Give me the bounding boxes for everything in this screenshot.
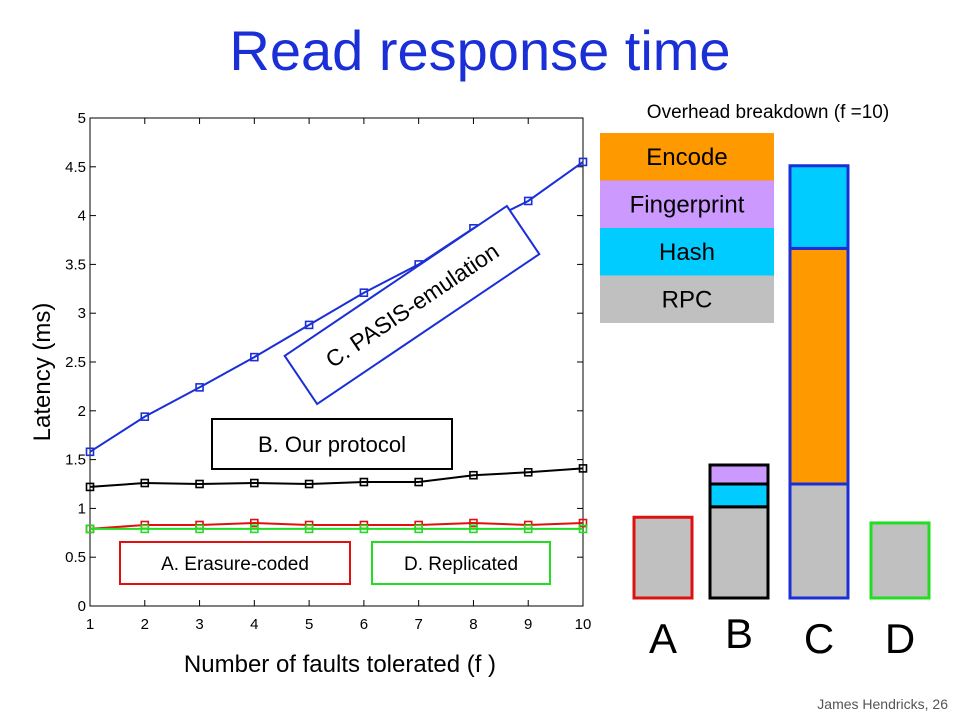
legend-swatch-fingerprint (600, 180, 774, 228)
bar-segment-A-rpc (632, 515, 694, 600)
data-point-ours (469, 470, 478, 480)
data-point-replicated (414, 524, 423, 534)
bar-segment-C-encode (788, 246, 850, 486)
series-label-erasure: A. Erasure-coded (119, 541, 351, 585)
legend-label-fingerprint: Fingerprint (630, 192, 745, 219)
bar-segment-B-rpc (708, 505, 770, 600)
series-label-pasis-box (283, 204, 541, 406)
y-tick-label: 5 (78, 110, 86, 127)
data-point-replicated (195, 524, 204, 534)
data-point-pasis (523, 196, 533, 206)
x-tick-label: 10 (575, 616, 592, 633)
x-tick-label: 5 (305, 616, 313, 633)
legend-swatch-hash (600, 228, 774, 276)
series-line-pasis (89, 161, 584, 453)
x-axis-title: Number of faults tolerated (f ) (184, 651, 496, 678)
footer-credit: James Hendricks, 26 (817, 696, 948, 712)
data-point-ours (578, 464, 588, 473)
data-point-pasis (195, 383, 204, 392)
data-point-ours (304, 479, 314, 489)
data-point-replicated (523, 524, 533, 534)
data-point-pasis (140, 412, 150, 421)
data-point-pasis (250, 352, 259, 362)
data-point-pasis (304, 320, 314, 330)
y-tick-label: 2 (78, 403, 86, 420)
data-point-pasis (359, 288, 369, 298)
x-tick-label: 7 (414, 616, 422, 633)
data-point-replicated (469, 524, 478, 534)
y-axis-title: Latency (ms) (29, 303, 56, 442)
x-tick-label: 8 (469, 616, 477, 633)
series-label-erasure-box (119, 541, 351, 585)
bar-category-label: B (725, 610, 753, 657)
series-label-replicated-text: D. Replicated (404, 554, 518, 575)
data-point-erasure (469, 518, 478, 528)
data-point-ours (140, 478, 150, 488)
series-label-replicated-box (371, 541, 551, 585)
x-tick-label: 4 (250, 616, 258, 633)
data-point-ours (414, 477, 423, 487)
bar-segment-B-hash (708, 482, 770, 509)
legend-label-encode: Encode (646, 144, 727, 171)
series-line-erasure (89, 522, 584, 530)
series-line-ours (89, 467, 584, 488)
bar-segment-C-hash (788, 164, 850, 250)
y-tick-label: 1 (78, 500, 86, 517)
data-point-ours (359, 477, 369, 487)
y-tick-label: 3 (78, 305, 86, 322)
bar-segment-B-fingerprint (708, 463, 770, 486)
series-label-replicated: D. Replicated (371, 541, 551, 585)
data-point-erasure (578, 518, 588, 528)
legend-label-rpc: RPC (662, 287, 713, 314)
x-tick-label: 9 (524, 616, 532, 633)
data-point-replicated (578, 524, 588, 534)
bar-segment-D-rpc (869, 521, 931, 600)
bar-segment-C-rpc (788, 482, 850, 600)
series-label-pasis: C. PASIS-emulation (283, 204, 541, 406)
y-tick-label: 1.5 (65, 452, 86, 469)
data-point-replicated (85, 524, 95, 534)
y-tick-label: 0 (78, 598, 86, 615)
series-label-ours: B. Our protocol (211, 418, 453, 470)
series-label-ours-box (211, 418, 453, 470)
series-label-erasure-text: A. Erasure-coded (161, 554, 309, 575)
bar-category-label: C (804, 615, 834, 662)
data-point-replicated (250, 524, 259, 534)
bar-category-label: D (885, 615, 915, 662)
data-point-replicated (304, 524, 314, 534)
y-tick-label: 4 (78, 208, 86, 225)
x-tick-label: 1 (86, 616, 94, 633)
slide-title: Read response time (229, 19, 731, 82)
y-tick-label: 4.5 (65, 159, 86, 176)
y-tick-label: 2.5 (65, 354, 86, 371)
data-point-ours (195, 479, 204, 489)
data-point-ours (250, 478, 259, 488)
x-tick-label: 2 (141, 616, 149, 633)
bar-category-label: A (649, 615, 677, 662)
x-tick-label: 3 (195, 616, 203, 633)
data-point-ours (85, 482, 95, 492)
y-tick-label: 3.5 (65, 256, 86, 273)
x-tick-label: 6 (360, 616, 368, 633)
series-label-ours-text: B. Our protocol (258, 432, 406, 457)
y-tick-label: 0.5 (65, 549, 86, 566)
legend-label-hash: Hash (659, 239, 715, 266)
breakdown-title: Overhead breakdown (f =10) (647, 102, 889, 123)
legend-swatch-encode (600, 133, 774, 181)
series-label-pasis-text: C. PASIS-emulation (321, 238, 504, 373)
data-point-erasure (250, 518, 259, 528)
legend-swatch-rpc (600, 275, 774, 323)
data-point-replicated (359, 524, 369, 534)
data-point-ours (523, 467, 533, 477)
data-point-pasis (85, 447, 95, 457)
data-point-pasis (578, 157, 588, 167)
data-point-replicated (140, 524, 150, 534)
